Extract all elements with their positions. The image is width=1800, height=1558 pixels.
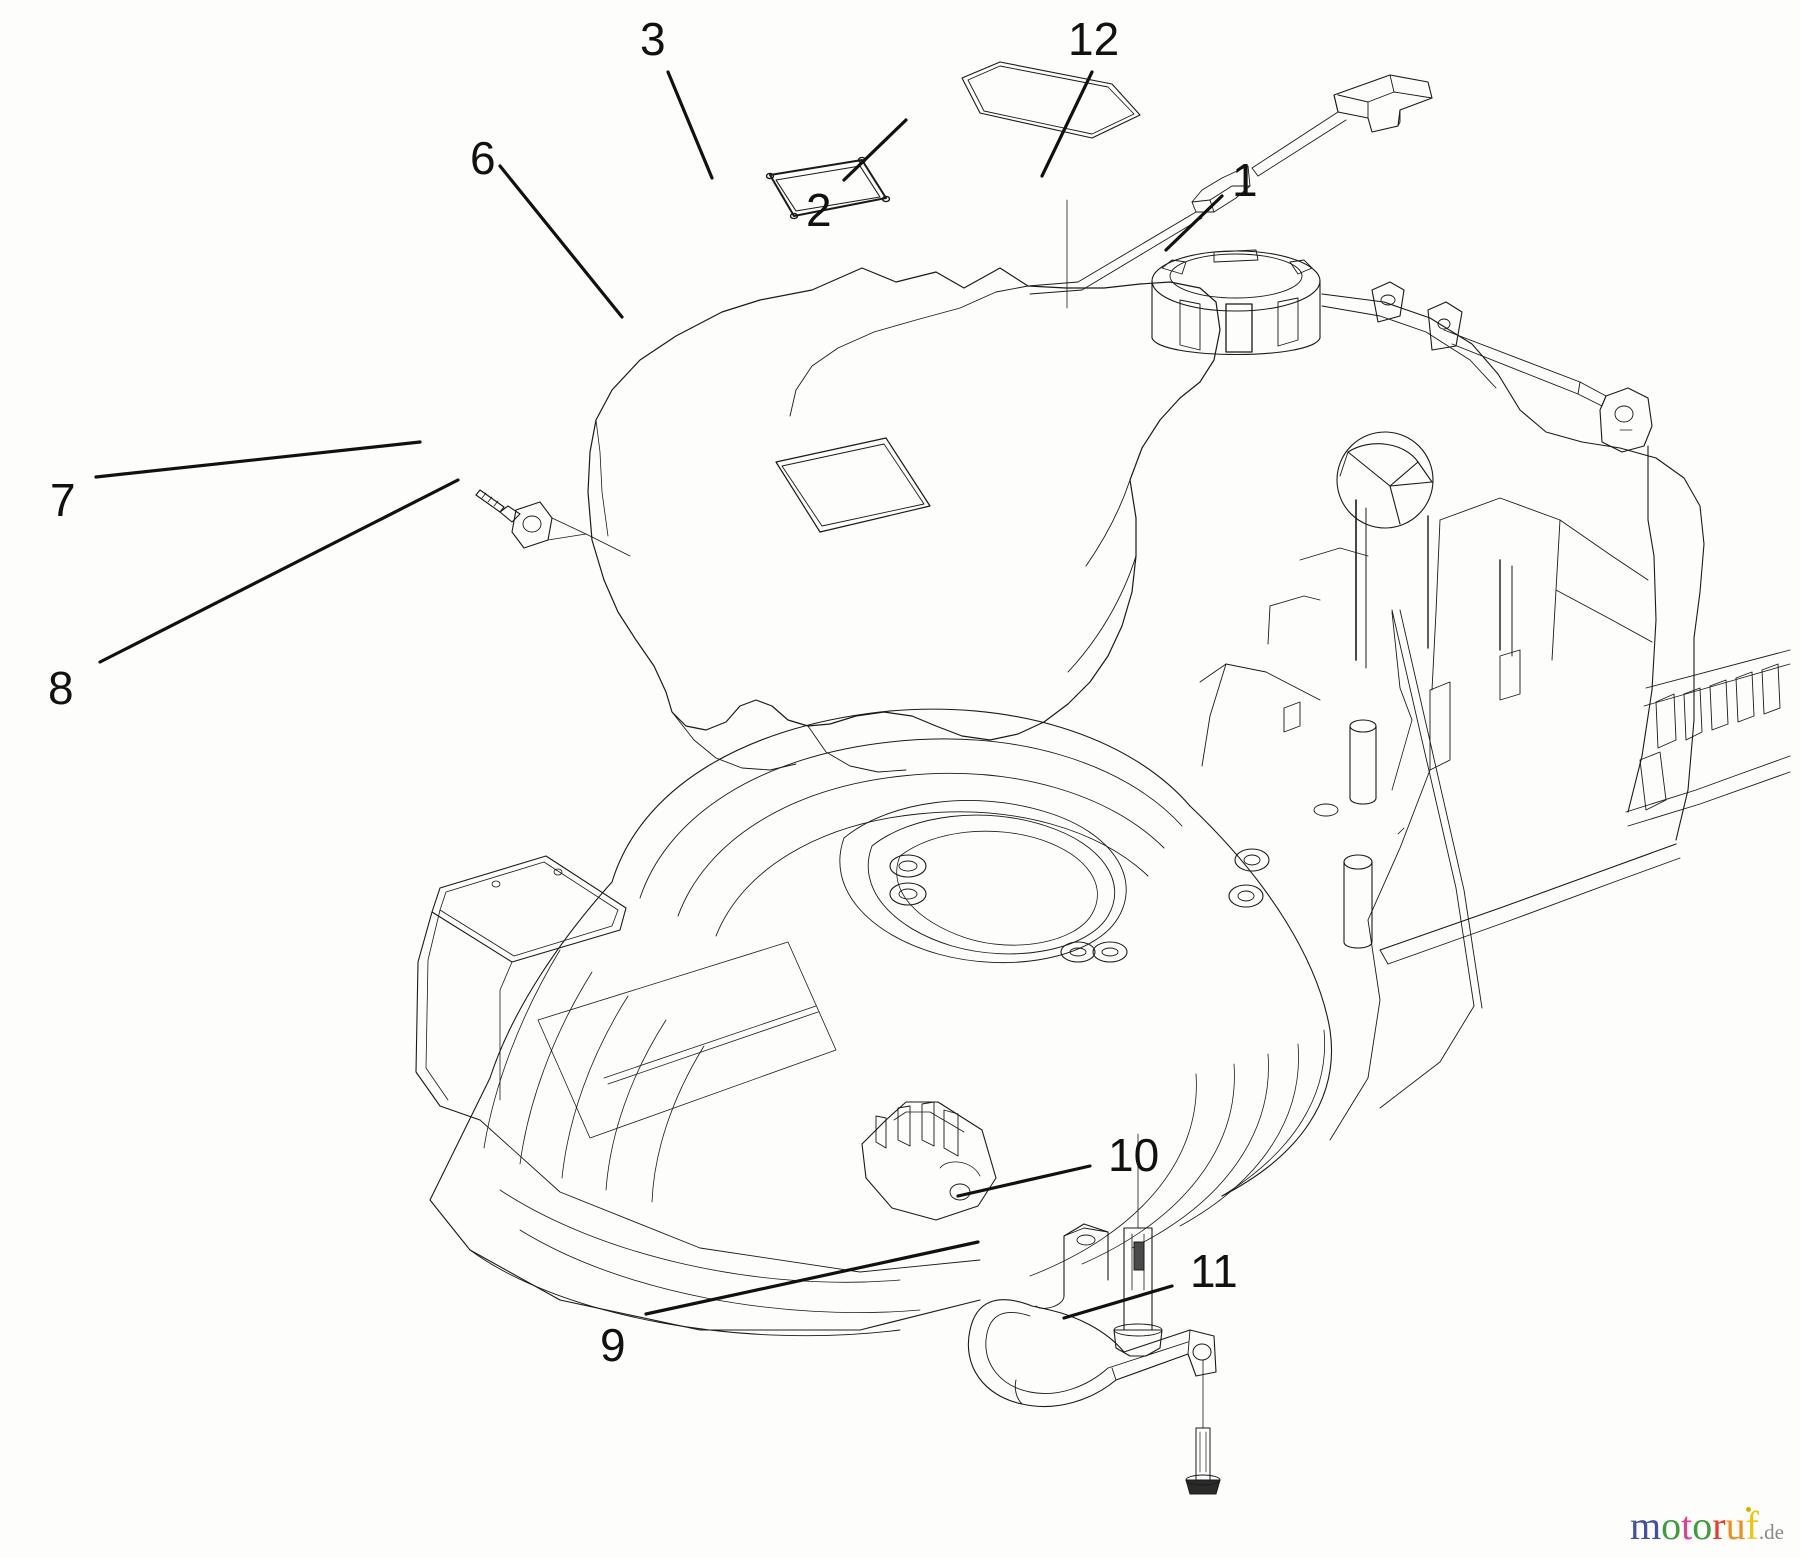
callout-label-12: 12 bbox=[1068, 13, 1120, 65]
part-flange-screw-11 bbox=[1185, 1359, 1221, 1495]
part-mower-deck bbox=[415, 708, 1332, 1337]
part-screw-7 bbox=[475, 489, 521, 523]
watermark-letter-u: u bbox=[1725, 1503, 1746, 1548]
part-deck-mount-lug bbox=[861, 1101, 997, 1221]
motoruf-watermark-logo: motoruf.de bbox=[1630, 1506, 1784, 1546]
watermark-letter-f: f bbox=[1745, 1503, 1759, 1548]
watermark-letter-t: t bbox=[1681, 1503, 1693, 1548]
callout-leader-lines bbox=[94, 70, 1224, 1320]
part-clip-8 bbox=[511, 501, 631, 557]
part-oil-fill-cap bbox=[1151, 249, 1321, 355]
callout-label-11: 11 bbox=[1190, 1245, 1238, 1297]
deck-front-bumper bbox=[415, 855, 837, 1139]
part-engine-assembly bbox=[587, 199, 1221, 773]
deck-boss-holes bbox=[889, 848, 1270, 963]
watermark-letter-m: m bbox=[1630, 1503, 1662, 1548]
callout-label-9: 9 bbox=[600, 1319, 626, 1371]
callout-label-6: 6 bbox=[470, 132, 496, 184]
callout-label-7: 7 bbox=[50, 474, 76, 526]
callout-label-10: 10 bbox=[1108, 1129, 1160, 1181]
watermark-letter-o2: o bbox=[1692, 1503, 1713, 1548]
part-upper-decal-plate bbox=[961, 61, 1141, 139]
callout-label-8: 8 bbox=[48, 662, 74, 714]
part-cable-bracket bbox=[967, 1223, 1217, 1408]
watermark-dot-accent bbox=[1746, 1507, 1751, 1512]
part-spark-plug-wire bbox=[1027, 74, 1433, 295]
watermark-tld: .de bbox=[1758, 1520, 1784, 1544]
watermark-letter-r: r bbox=[1712, 1503, 1726, 1548]
part-hex-bolt-10 bbox=[1113, 1133, 1163, 1357]
part-recoil-knob bbox=[1336, 431, 1434, 529]
callout-label-3: 3 bbox=[640, 13, 666, 65]
callout-label-1: 1 bbox=[1232, 154, 1258, 206]
part-deck-housing-right bbox=[1199, 281, 1791, 1141]
housing-cooling-fins bbox=[1643, 649, 1791, 749]
callout-label-2: 2 bbox=[806, 184, 832, 236]
watermark-letter-o1: o bbox=[1661, 1503, 1682, 1548]
